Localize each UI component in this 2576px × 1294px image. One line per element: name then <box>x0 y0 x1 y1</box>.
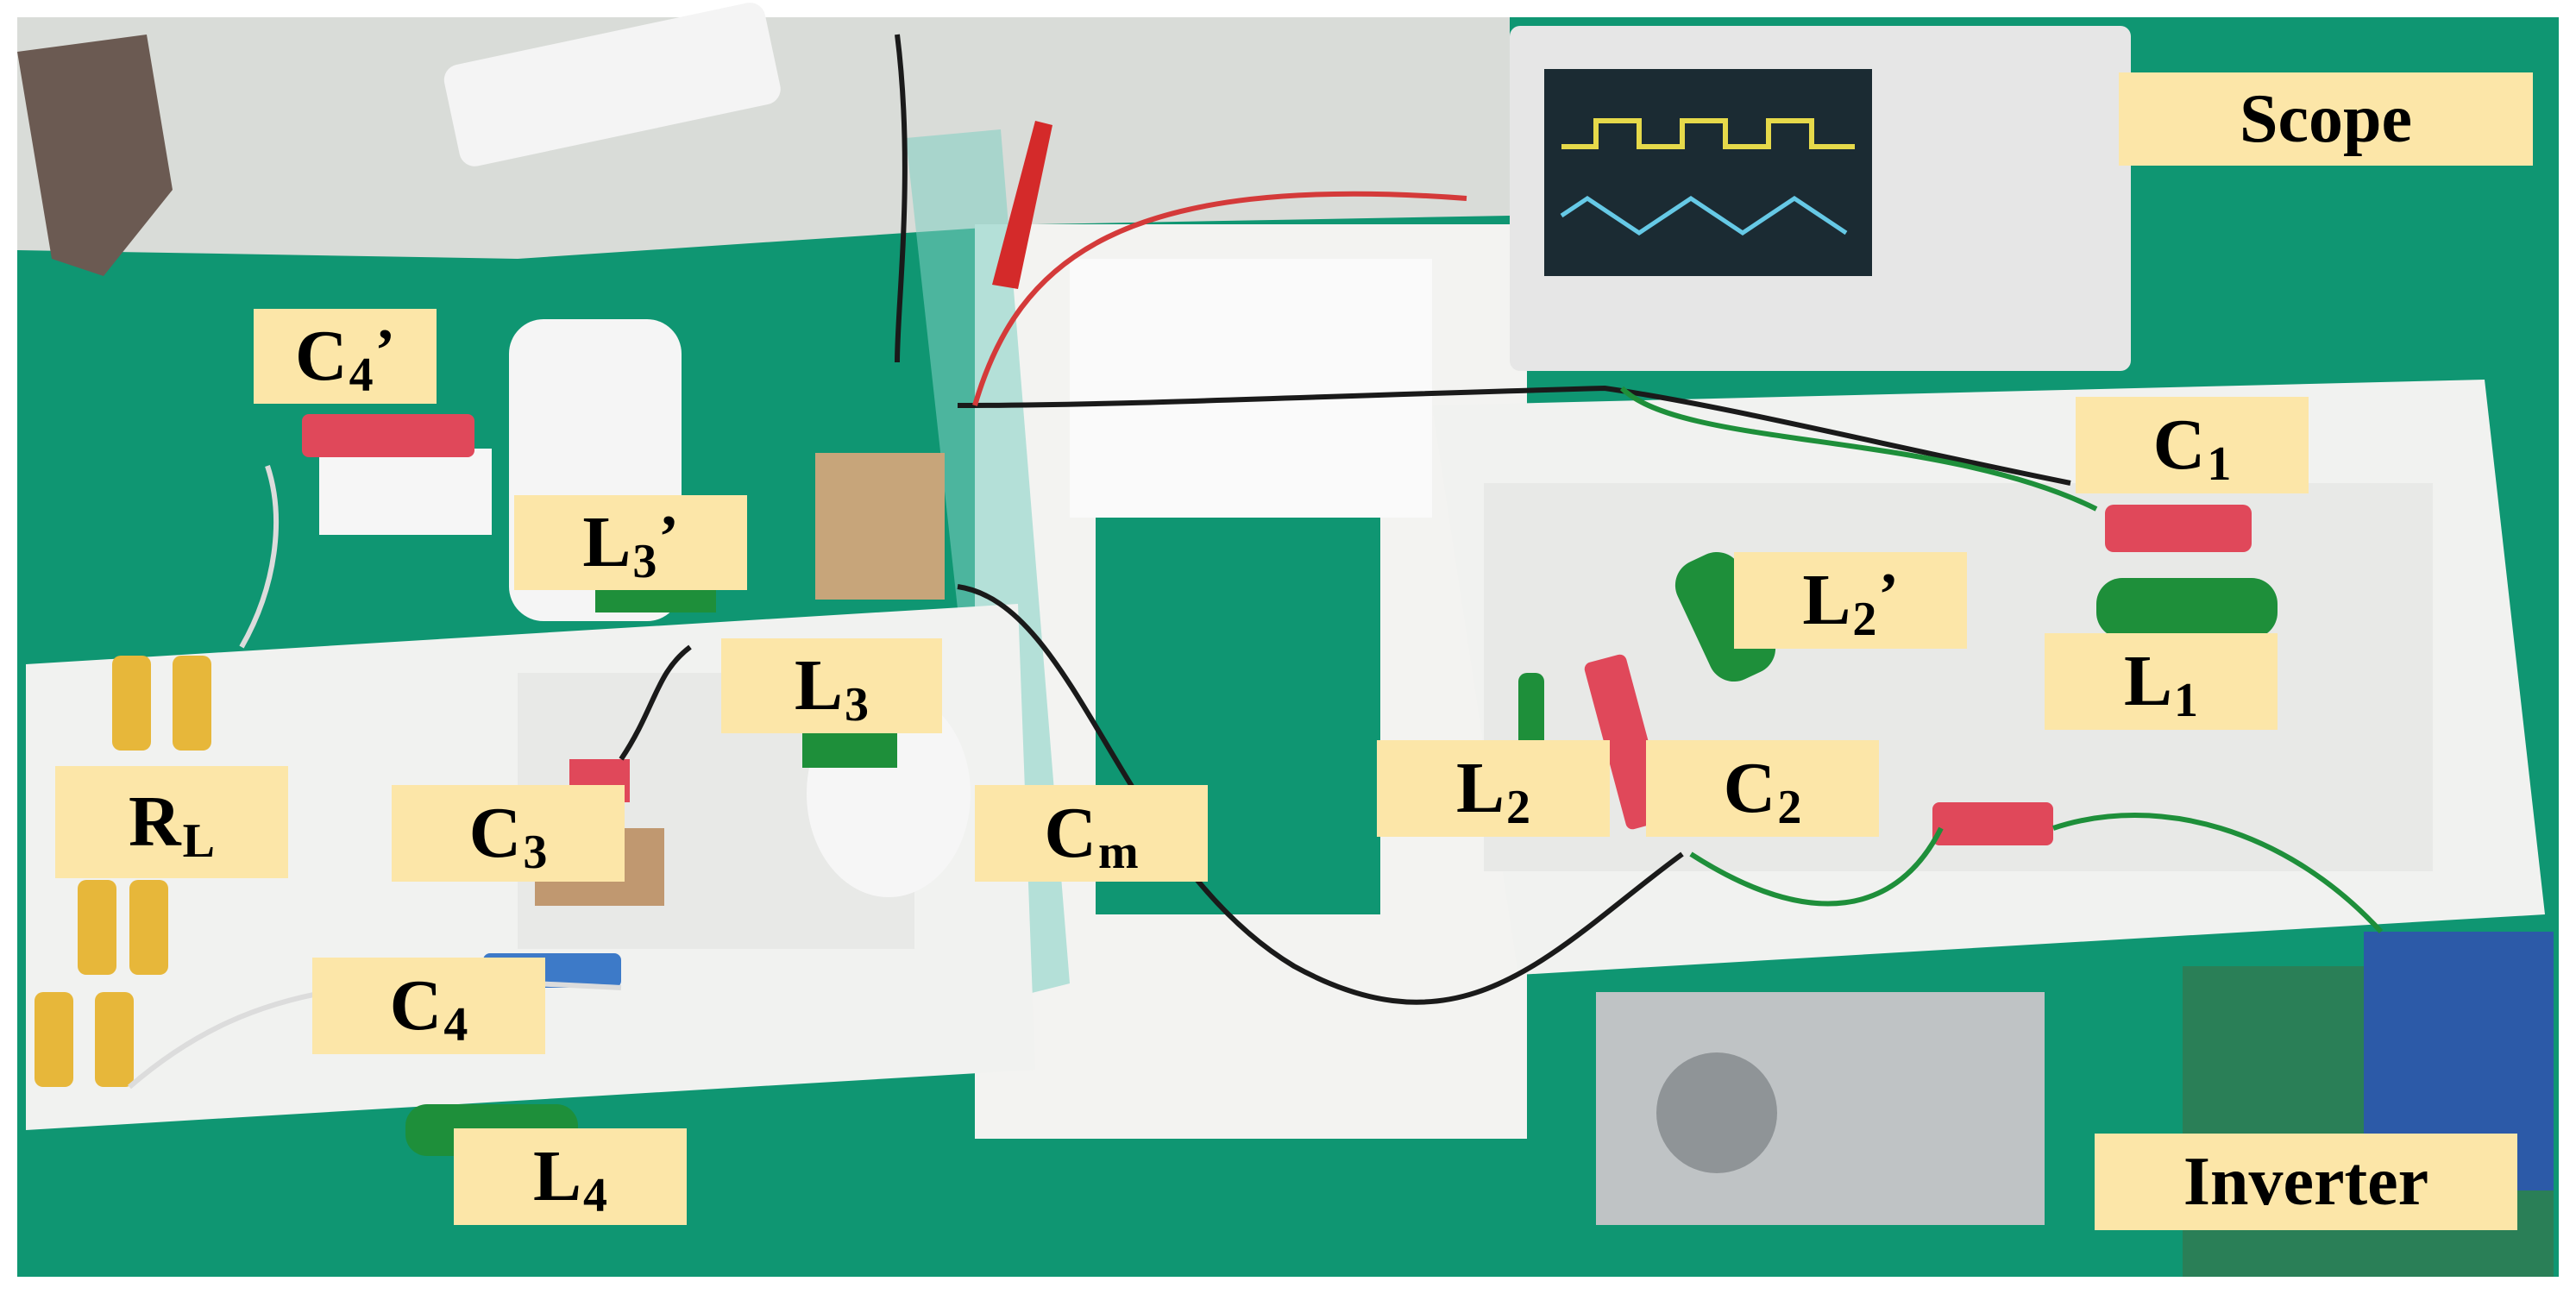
label-cm-base: C <box>1044 793 1096 873</box>
label-l3-prime-sub: 3 <box>632 535 657 588</box>
label-scope: Scope <box>2119 72 2533 166</box>
label-l2-prime-sub: 2 <box>1852 593 1877 646</box>
label-l2-prime-mark: ’ <box>1878 562 1899 628</box>
background-cloth <box>17 17 1510 259</box>
label-l2-sub: 2 <box>1506 781 1531 834</box>
label-l1-sub: 1 <box>2174 674 2199 727</box>
oscilloscope-screen <box>1544 69 1872 276</box>
label-l4-sub: 4 <box>583 1169 608 1222</box>
label-c4-prime-mark: ’ <box>374 317 395 384</box>
label-c1-base: C <box>2152 405 2206 485</box>
scope-probe <box>992 121 1052 289</box>
l2-prime-coil <box>1674 551 1776 682</box>
c4-prime-mount <box>319 449 492 535</box>
c1-coil <box>2105 505 2252 552</box>
label-c1-sub: 1 <box>2207 437 2232 491</box>
label-c4-prime-sub: 4 <box>349 349 374 402</box>
c4-prime-coil <box>302 414 474 457</box>
label-l2-prime-base: L <box>1802 560 1851 640</box>
middle-foam-insert <box>1070 259 1432 518</box>
label-l1-base: L <box>2123 641 2173 721</box>
label-c3-sub: 3 <box>523 826 548 879</box>
label-l3-prime-base: L <box>582 502 631 582</box>
power-strip <box>443 3 781 166</box>
label-l3-prime-mark: ’ <box>658 504 679 570</box>
label-cm-sub: m <box>1098 826 1139 879</box>
series-cap-coil <box>1932 802 2053 845</box>
label-scope-text: Scope <box>2240 81 2412 157</box>
clamp <box>17 35 173 276</box>
label-c4-sub: 4 <box>443 998 468 1052</box>
label-c2-sub: 2 <box>1777 781 1802 834</box>
label-rl-sub: L <box>182 814 216 868</box>
wiring <box>128 34 2384 1090</box>
power-supply-fan <box>1656 1052 1777 1173</box>
label-l2-base: L <box>1455 748 1505 828</box>
label-c4-prime-base: C <box>295 316 348 396</box>
label-rl-base: R <box>128 782 181 862</box>
label-c3-base: C <box>468 793 522 873</box>
l1-coil <box>2096 578 2278 638</box>
label-l3-sub: 3 <box>845 678 870 732</box>
label-l3-base: L <box>794 645 844 726</box>
cardboard-pad <box>815 453 945 600</box>
label-c4-base: C <box>389 965 443 1046</box>
label-inverter-text: Inverter <box>2183 1144 2429 1220</box>
load-resistors <box>35 656 211 1087</box>
label-c2-base: C <box>1723 748 1776 828</box>
acrylic-plate <box>906 129 1070 1001</box>
scope-trace-sine <box>1560 195 1848 236</box>
scope-trace-square <box>1561 118 1855 149</box>
label-l4-base: L <box>532 1136 582 1216</box>
label-inverter: Inverter <box>2095 1134 2517 1230</box>
